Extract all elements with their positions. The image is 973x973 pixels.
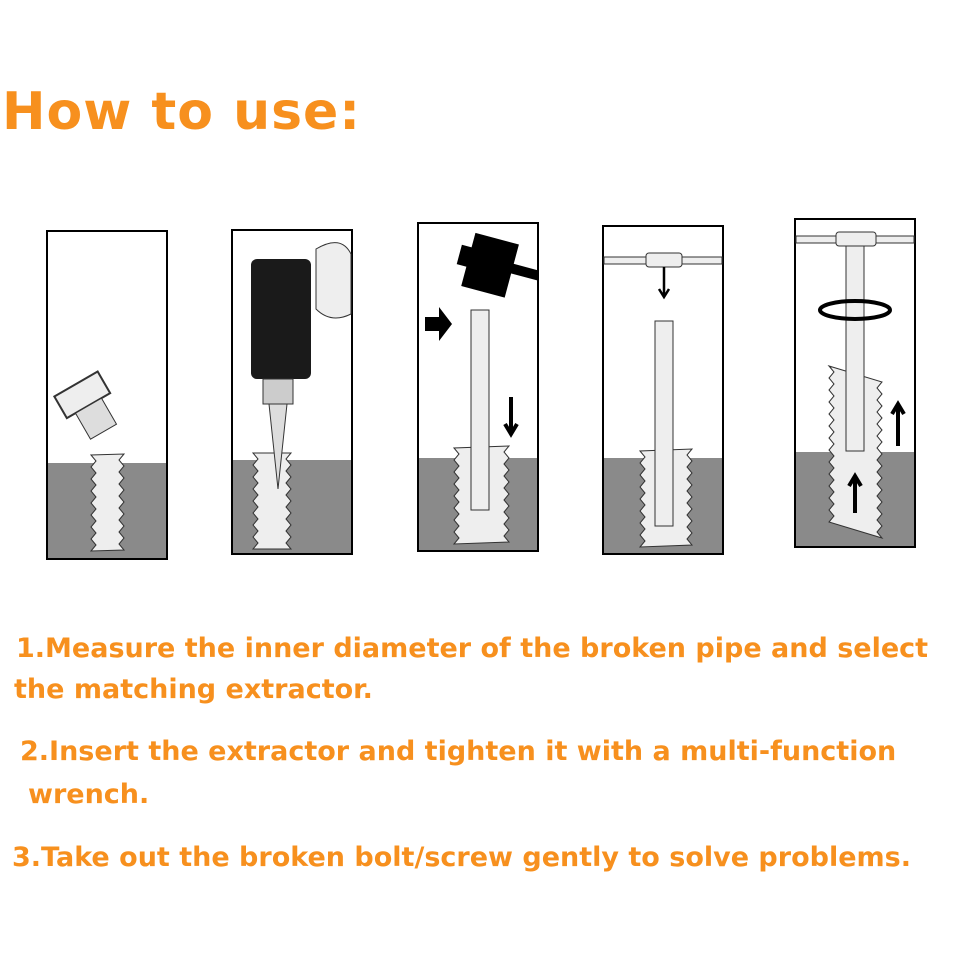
page-title: How to use: [2,82,362,142]
extractor-icon [470,309,490,511]
step-1-line-1: 1.Measure the inner diameter of the brok… [16,633,929,664]
arrow-up-icon [890,400,906,446]
panel-remove-bolt [794,218,916,548]
panel-wrench-insert [602,225,724,555]
drill-bit-icon [268,403,288,490]
hand-icon [315,242,352,319]
pipe-thread-icon [89,453,126,552]
extractor-icon [654,320,674,527]
arrow-up-icon [847,472,863,513]
panel-hammer-extractor [417,222,539,552]
step-3-line-1: 3.Take out the broken bolt/screw gently … [12,842,911,873]
rotate-arrow-icon [818,299,892,321]
arrow-down-icon [657,267,671,300]
panel-broken-bolt [46,230,168,560]
extractor-icon [845,245,865,452]
step-2-line-2: wrench. [28,779,150,810]
arrow-down-icon [503,397,519,438]
step-1-line-2: the matching extractor. [14,674,373,705]
arrow-right-icon [425,307,452,341]
drill-icon [251,259,311,379]
hammer-icon [456,232,539,298]
bolt-head-icon [52,370,118,440]
panel-drill [231,229,353,555]
step-2-line-1: 2.Insert the extractor and tighten it wi… [20,736,897,767]
